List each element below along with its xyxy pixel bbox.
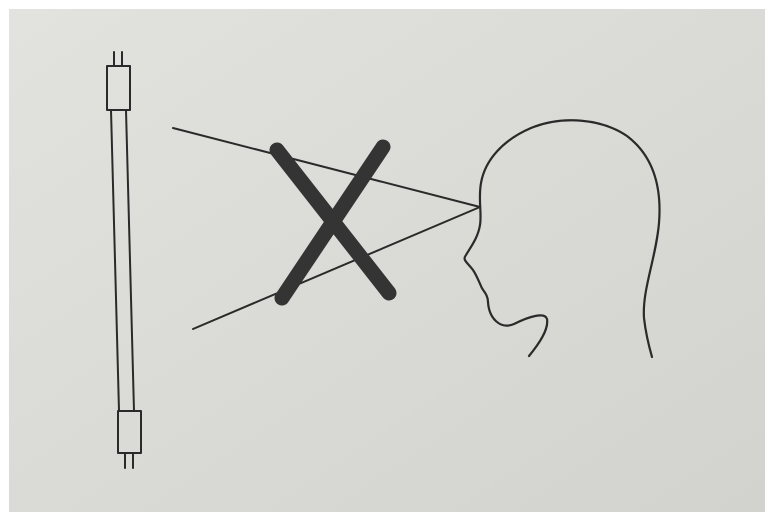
uv-lamp-warning-diagram [0,0,772,521]
